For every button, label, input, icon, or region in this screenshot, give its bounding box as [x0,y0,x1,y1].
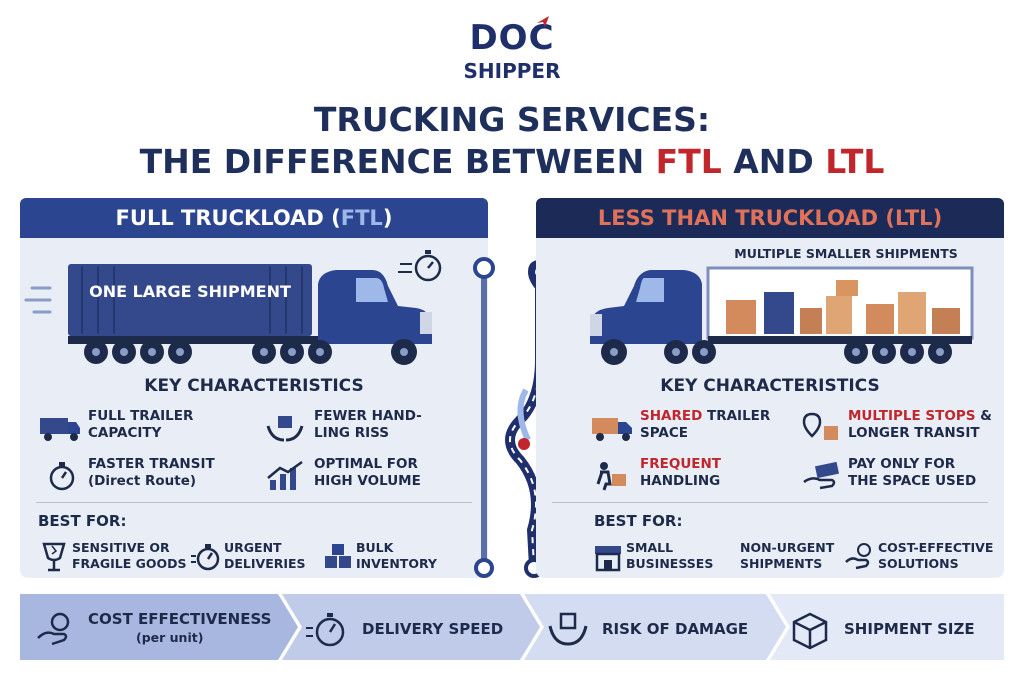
truck-boxes-icon [592,418,632,441]
title-ltl: LTL [825,142,885,181]
plane-icon [537,16,549,27]
coin-hand-icon [845,543,871,570]
broken-glass-icon [42,542,66,572]
ltl-divider [552,502,988,503]
logo-bottom-text: SHIPPER [463,59,561,83]
box-icon [792,612,828,650]
title-ftl: FTL [655,142,722,181]
ftl-best-for-title: BEST FOR: [38,512,127,530]
hands-box-icon [266,416,304,442]
bar-segment-cost-effectiveness: COST EFFECTIVENESS (per unit) [36,606,296,656]
ftl-panel-title: FULL TRUCKLOAD (FTL) [115,206,393,230]
coin-hand-icon [37,612,70,646]
map-pin-box-icon [802,412,838,440]
hands-box-icon [548,612,588,646]
cash-hand-icon [803,461,840,490]
ltl-panel-title: LESS THAN TRUCKLOAD (LTL) [597,206,943,230]
storefront-icon [595,546,621,572]
stopwatch-icon [49,462,75,491]
trailer-icon [40,418,80,441]
bar-segment-risk-of-damage: RISK OF DAMAGE [546,606,766,656]
ltl-best-for-title: BEST FOR: [594,512,683,530]
logo-top-text: DOC [469,18,555,58]
worker-dolly-icon [596,462,626,491]
ftl-key-characteristics-title: KEY CHARACTERISTICS [144,376,364,396]
docshipper-logo: DOC SHIPPER [452,16,572,92]
ltl-panel-header: LESS THAN TRUCKLOAD (LTL) [536,198,1004,238]
page-title-line1: TRUCKING SERVICES: [313,100,711,139]
title-prefix: THE DIFFERENCE BETWEEN [139,142,656,181]
ltl-key-characteristics-title: KEY CHARACTERISTICS [660,376,880,396]
ftl-feature-faster-transit: FASTER TRANSIT(Direct Route) [38,456,248,496]
stopwatch-icon [398,250,442,282]
ltl-truck-illustration [590,266,974,365]
ltl-truck-label: MULTIPLE SMALLER SHIPMENTS [734,246,958,261]
ltl-panel: LESS THAN TRUCKLOAD (LTL) MULTIPLE SMALL… [536,198,1004,578]
bar-segment-delivery-speed: DELIVERY SPEED [304,606,524,656]
ftl-truck-label: ONE LARGE SHIPMENT [89,282,291,301]
ftl-panel: FULL TRUCKLOAD (FTL) [20,198,488,578]
chart-up-icon [267,460,303,490]
stopwatch-icon [306,613,345,647]
map-pin-icon [518,438,530,450]
ftl-feature-fewer-handling: FEWER HAND-LING RISS [264,408,474,448]
comparison-bar [20,594,1004,660]
ltl-feature-multiple-stops: MULTIPLE STOPS &LONGER TRANSIT [802,408,1002,448]
bar-segment-shipment-size: SHIPMENT SIZE [790,606,990,656]
stopwatch-icon [191,544,220,571]
ftl-panel-header: FULL TRUCKLOAD (FTL) [20,198,488,238]
boxes-icon [325,544,351,568]
title-and: AND [721,142,826,181]
ftl-truck-illustration [24,250,442,365]
page-title-line2: THE DIFFERENCE BETWEEN FTL AND LTL [0,142,1024,182]
ftl-divider [36,502,472,503]
